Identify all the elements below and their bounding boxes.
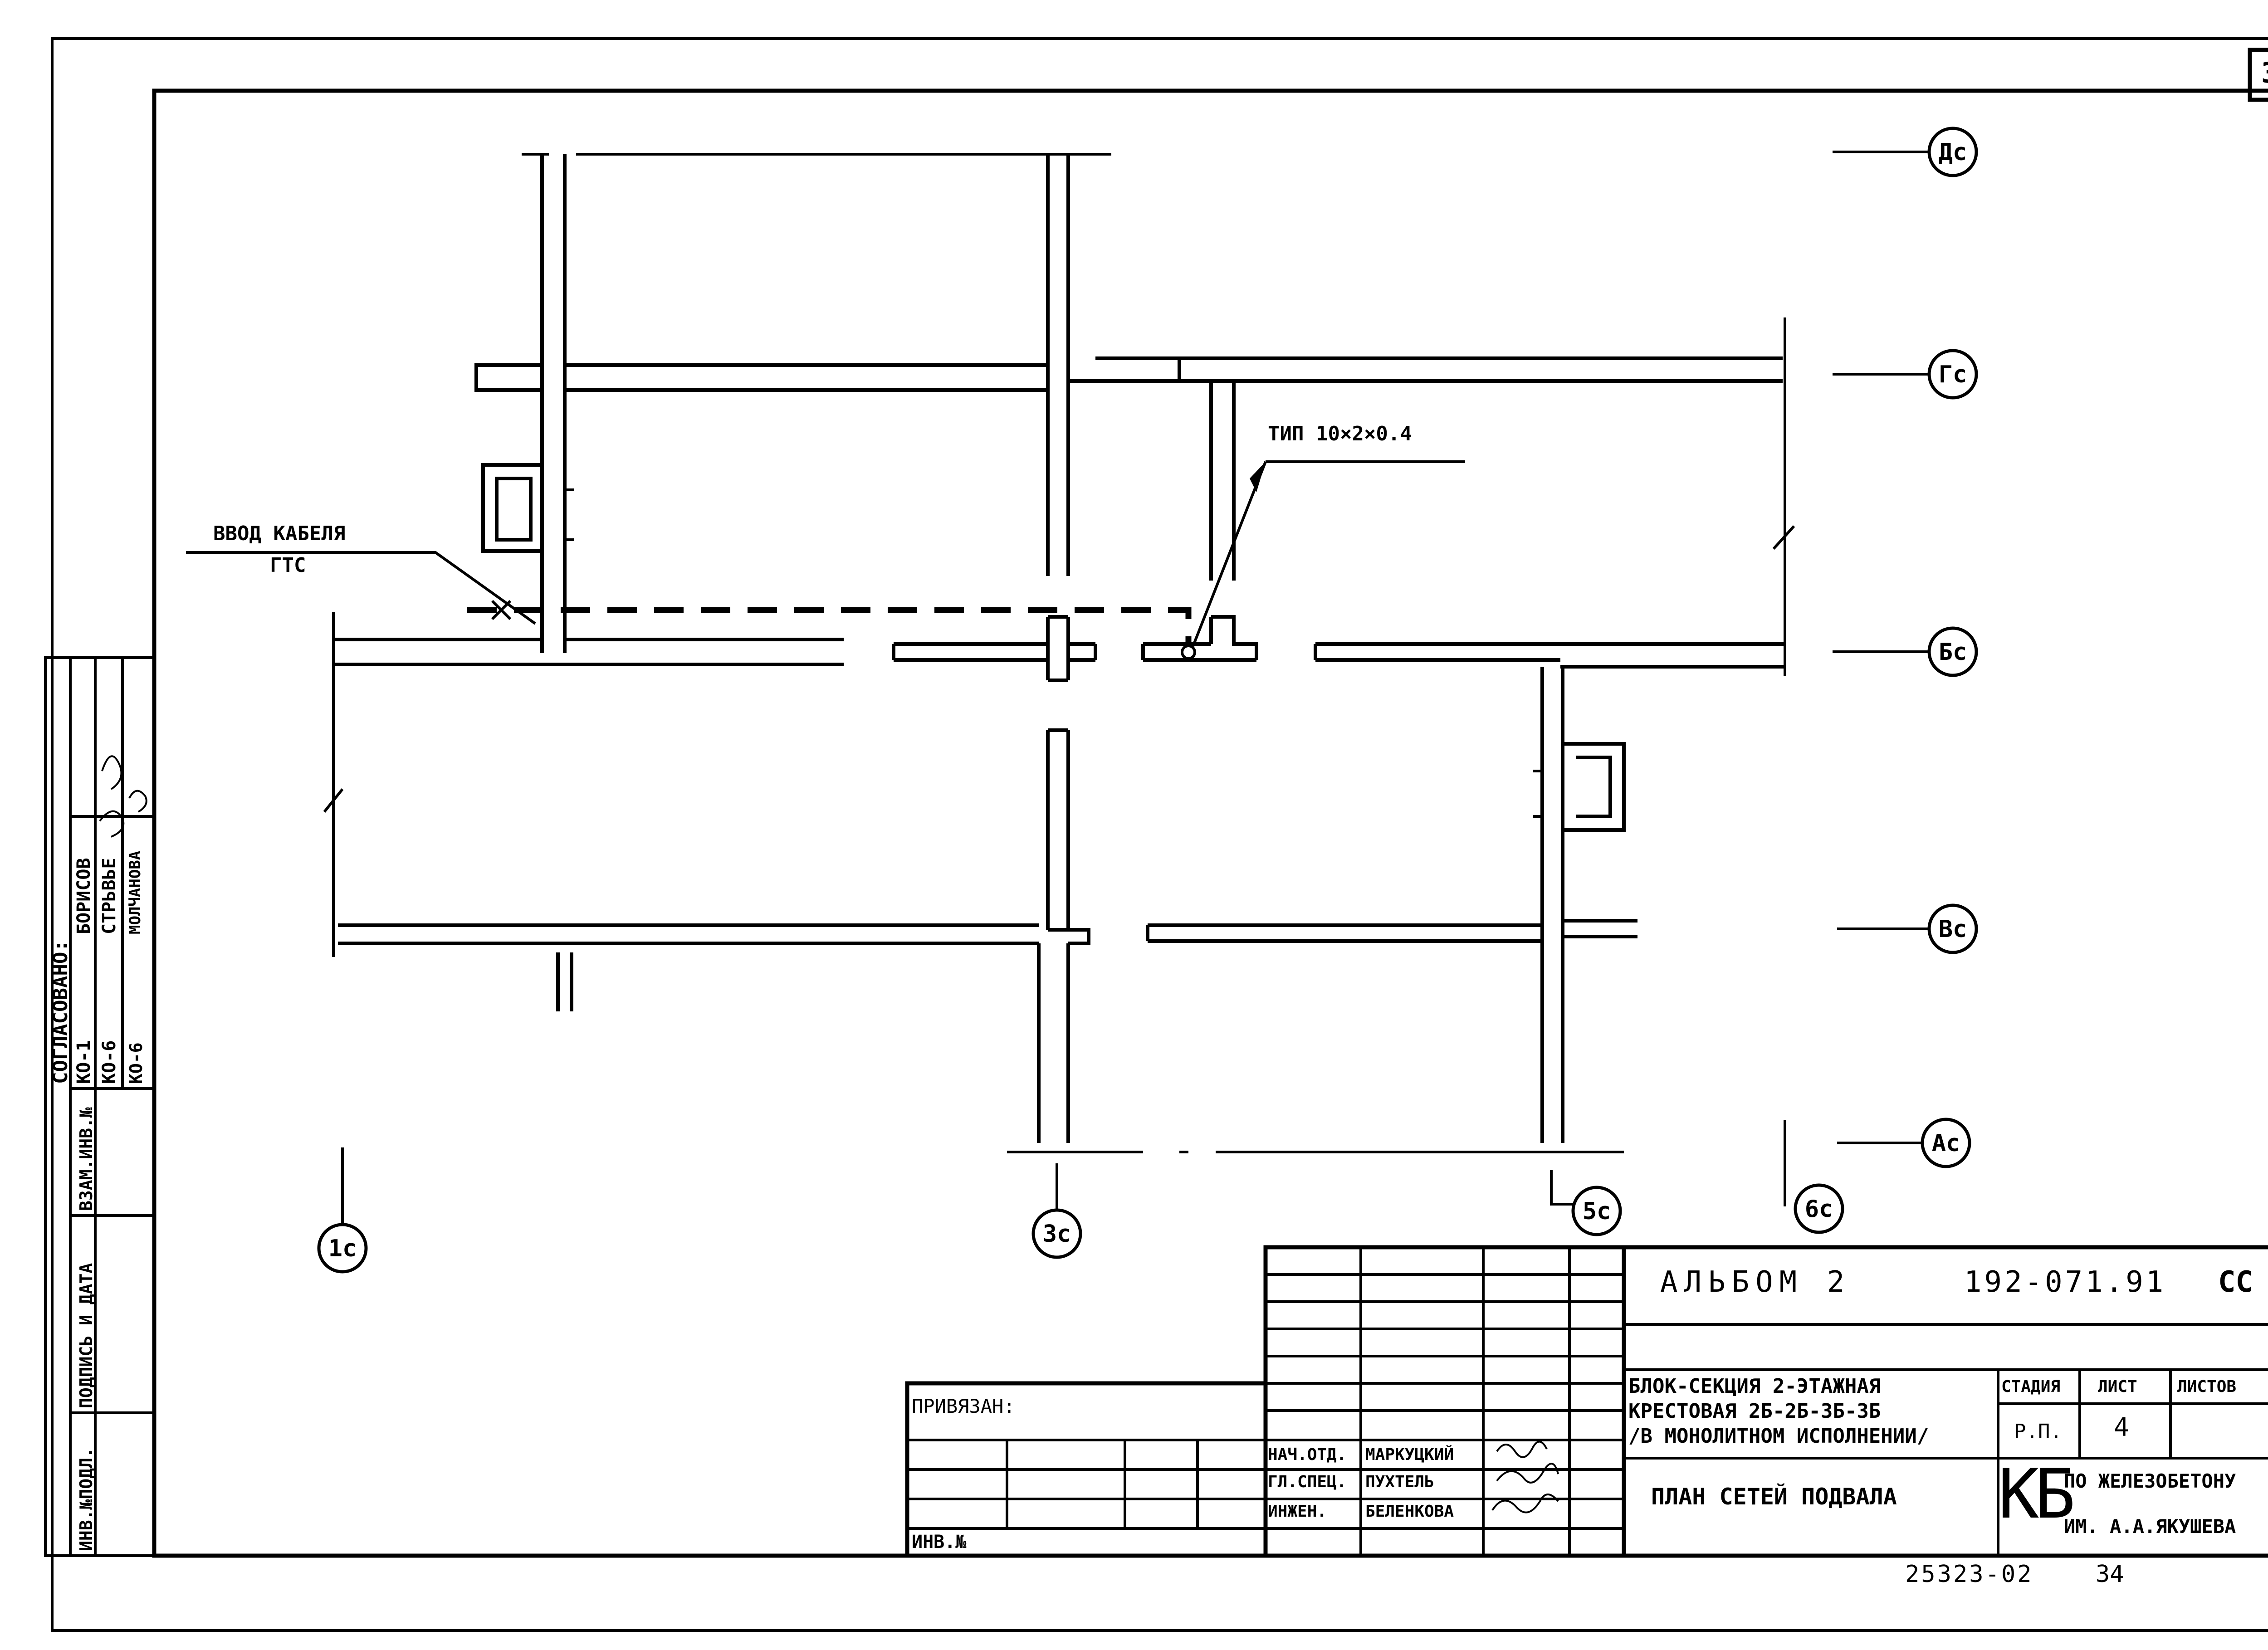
bound-label: ПРИВЯЗАН:	[912, 1395, 1015, 1417]
footer-code: 25323-02	[1905, 1561, 2033, 1588]
axis-label-1c: 1с	[328, 1235, 357, 1262]
cable-route-dashed	[467, 607, 1192, 649]
approval-name-3: МОЛЧАНОВА	[126, 850, 144, 934]
cable-input-label: ВВОД КАБЕЛЯ	[213, 522, 346, 545]
axis-label-Vc: Вс	[1938, 916, 1967, 943]
stage-label: СТАДИЯ	[2001, 1377, 2061, 1396]
axis-bubble-5c	[1571, 1186, 1622, 1236]
approval-dept-1: КО-1	[73, 1040, 94, 1084]
axis-leaders	[341, 151, 1930, 1225]
stamp-inv-sub: ИНВ.№ПОДЛ.	[76, 1447, 96, 1551]
staff-role-3: ИНЖЕН.	[1268, 1502, 1327, 1521]
description-line-2: КРЕСТОВАЯ 2Б-2Б-3Б-3Б	[1628, 1400, 1881, 1423]
sheet-title: ПЛАН СЕТЕЙ ПОДВАЛА	[1651, 1484, 1897, 1510]
cable-entry-point	[1181, 644, 1196, 660]
axis-bubble-Bc1	[1927, 626, 1978, 677]
axis-bubble-Ac	[1921, 1118, 1971, 1168]
stage-value: Р.П.	[2014, 1420, 2062, 1443]
axis-label-Bc1: Бс	[1938, 639, 1967, 666]
drawing-frame	[152, 88, 2268, 1558]
staff-role-2: ГЛ.СПЕЦ.	[1268, 1473, 1347, 1491]
stamp-sign-date: ПОДПИСЬ И ДАТА	[76, 1263, 96, 1408]
approval-name-2: СТРЬВЬЕ	[99, 858, 120, 934]
axis-label-Gc: Гс	[1938, 361, 1967, 388]
sheet-number-box	[2248, 48, 2268, 102]
sheet-value: 4	[2114, 1413, 2129, 1442]
axis-bubble-Dc	[1927, 127, 1978, 177]
pipe-leader-arrow	[1250, 462, 1266, 492]
axis-bubble-3c	[1031, 1208, 1082, 1259]
walls	[323, 153, 1795, 1206]
approval-title: СОГЛАСОВАНО:	[49, 940, 72, 1084]
staff-name-2: ПУХТЕЛЬ	[1365, 1473, 1434, 1491]
approval-name-1: БОРИСОВ	[73, 858, 94, 934]
document-code: 192-071.91	[1964, 1265, 2166, 1299]
axis-label-3c: 3с	[1042, 1220, 1071, 1248]
axis-bubble-Gc	[1927, 349, 1978, 400]
stamp-replace-inv: ВЗАМ.ИНВ.№	[76, 1107, 96, 1211]
sheet-label: ЛИСТ	[2098, 1377, 2137, 1396]
axis-bubble-Vc	[1927, 903, 1978, 954]
org-mark: КБ	[1998, 1455, 2076, 1534]
axis-bubbles	[317, 127, 1978, 1274]
sheet-outer-border	[51, 37, 2268, 1632]
staff-name-3: БЕЛЕНКОВА	[1365, 1502, 1454, 1521]
approval-dept-3: КО-6	[126, 1042, 146, 1084]
axis-bubble-6c	[1794, 1183, 1844, 1234]
document-mark: СС	[2218, 1265, 2253, 1299]
axis-label-Dc: Дс	[1938, 139, 1967, 166]
org-line-2: ИМ. А.А.ЯКУШЕВА	[2064, 1515, 2236, 1538]
album-label: АЛЬБОМ 2	[1660, 1265, 1851, 1299]
cable-input-cross	[491, 600, 512, 620]
pipe-type-label: ТИП 10×2×0.4	[1268, 422, 1412, 445]
axis-label-6c: 6с	[1804, 1196, 1833, 1223]
axis-label-5c: 5с	[1582, 1198, 1611, 1225]
sheet-number: 33	[2261, 59, 2268, 87]
footer-page: 34	[2096, 1561, 2124, 1588]
staff-name-1: МАРКУЦКИЙ	[1365, 1445, 1454, 1464]
axis-bubble-1c	[317, 1223, 368, 1274]
left-side-stamps	[44, 656, 156, 1557]
org-line-1: ПО ЖЕЛЕЗОБЕТОНУ	[2064, 1470, 2236, 1492]
sheets-label: ЛИСТОВ	[2177, 1377, 2237, 1396]
description-line-1: БЛОК-СЕКЦИЯ 2-ЭТАЖНАЯ	[1628, 1375, 1881, 1398]
axis-label-Ac: Ас	[1931, 1130, 1960, 1157]
cable-input-leader	[186, 551, 536, 625]
staff-role-1: НАЧ.ОТД.	[1268, 1445, 1347, 1464]
title-block-grid	[905, 1245, 2268, 1556]
pipe-leader	[1192, 460, 1465, 647]
inv-label: ИНВ.№	[912, 1532, 967, 1552]
description-line-3: /В МОНОЛИТНОМ ИСПОЛНЕНИИ/	[1628, 1425, 1929, 1448]
cable-input-sublabel: ГТС	[270, 554, 306, 577]
approval-dept-2: КО-6	[99, 1040, 120, 1084]
